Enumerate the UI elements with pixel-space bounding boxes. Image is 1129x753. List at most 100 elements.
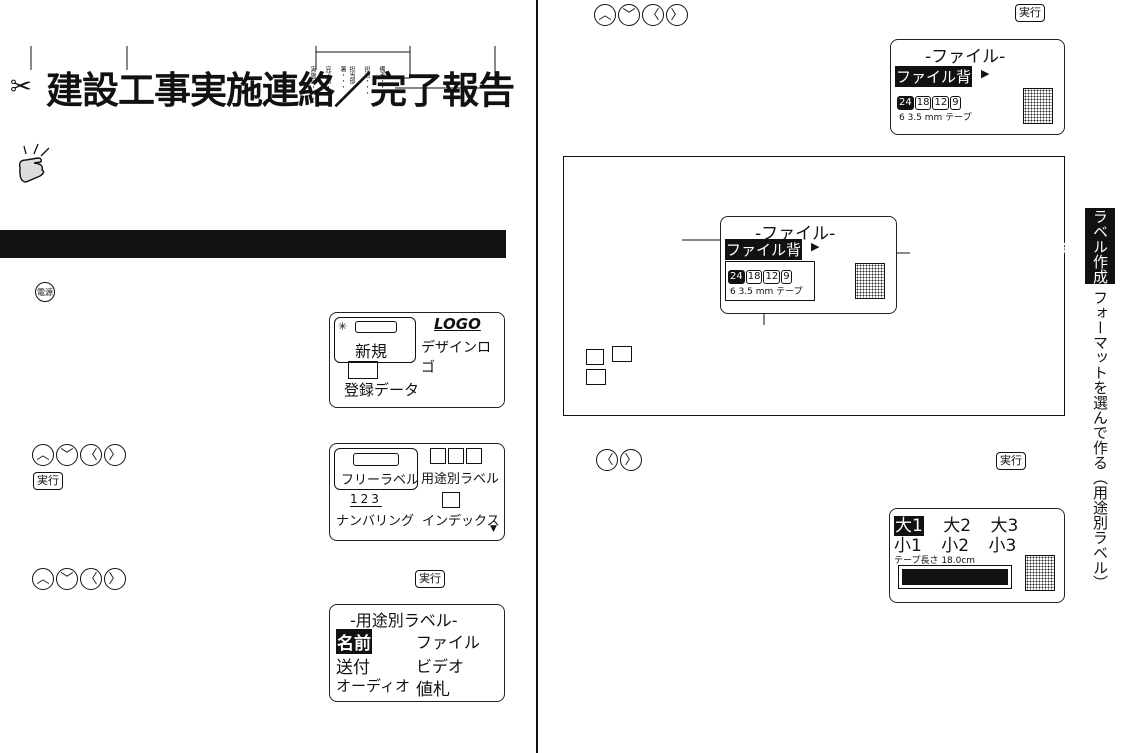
label-field: 実施日・・・ — [309, 66, 316, 102]
lcd-mode-select: ✳ 新規 LOGO デザインロゴ 登録データ — [329, 312, 505, 408]
power-key[interactable]: 電源 — [35, 282, 55, 302]
tape-size[interactable]: 12 — [932, 96, 950, 110]
scissors-icon: ✂ — [10, 72, 32, 102]
lcd-size-select: 大1 大2 大3 小1 小2 小3 テープ長さ 18.0cm — [889, 508, 1065, 603]
file-arrow-icon: ▶ — [811, 240, 820, 253]
nav-arrows-1[interactable]: ︿﹀〈〉 — [32, 444, 128, 466]
callout-lines — [30, 46, 496, 89]
purpose-item[interactable]: ビデオ — [416, 657, 465, 676]
logo-icon: LOGO — [434, 315, 481, 333]
label-fields: 実施日・・・ 完了日・・・ 担当部署・・・ 担当・・・ 備考・・・ — [308, 66, 386, 106]
tape-size[interactable]: 18 — [914, 96, 932, 110]
size-option-selected[interactable]: 大1 — [894, 516, 924, 536]
tape-info: 6 3.5 mm テープ — [730, 287, 803, 297]
tape-size: 18 — [745, 270, 763, 284]
up-arrow-icon[interactable]: ︿ — [594, 4, 616, 26]
legend-box — [586, 369, 606, 385]
label-sample: ✂ 建設工事実施連絡／完了報告 実施日・・・ 完了日・・・ 担当部署・・・ 担当… — [0, 30, 515, 120]
purpose-label-option[interactable]: 用途別ラベル — [421, 472, 500, 487]
label-preview-bar — [898, 565, 1012, 589]
up-arrow-icon[interactable]: ︿ — [32, 444, 54, 466]
new-label: 新規 — [355, 342, 388, 361]
file-title: -ファイル- — [925, 47, 1006, 67]
section-header-bar — [0, 230, 506, 258]
size-option[interactable]: 小1 — [894, 536, 922, 556]
design-logo-option[interactable]: デザインロゴ — [421, 340, 491, 376]
label-field: 完了日・・・ — [324, 66, 331, 102]
file-selected[interactable]: ファイル背 — [895, 66, 973, 87]
tape-length: テープ長さ 18.0cm — [894, 556, 976, 566]
purpose-item-selected[interactable]: 名前 — [336, 629, 372, 654]
execute-key-4[interactable]: 実行 — [996, 452, 1026, 470]
index-option[interactable]: インデックス — [422, 514, 500, 529]
legend-box — [612, 346, 632, 362]
right-arrow-icon[interactable]: 〉 — [620, 449, 642, 471]
purpose-title: -用途別ラベル- — [350, 611, 458, 630]
label-title: 建設工事実施連絡／完了報告 — [46, 68, 515, 112]
chapter-tab: ラベル作成編 — [1061, 208, 1115, 284]
file-selected: ファイル背 — [725, 239, 803, 260]
left-arrow-icon[interactable]: 〈 — [80, 444, 102, 466]
purpose-icons — [430, 448, 482, 464]
left-arrow-icon[interactable]: 〈 — [80, 568, 102, 590]
tape-size[interactable]: 24 — [897, 96, 914, 110]
registered-data-option[interactable]: 登録データ — [344, 381, 420, 399]
free-label-text: フリーラベル — [341, 473, 420, 488]
hint-hand-icon — [18, 143, 50, 183]
label-field: 担当部署・・・ — [339, 66, 355, 90]
new-option[interactable]: ✳ 新規 — [334, 317, 416, 363]
file-preview-icon — [1018, 83, 1053, 124]
nav-arrows-2[interactable]: ︿﹀〈〉 — [32, 568, 128, 590]
column-divider — [536, 0, 538, 753]
down-arrow-icon[interactable]: ﹀ — [618, 4, 640, 26]
down-arrow-icon[interactable]: ﹀ — [56, 444, 78, 466]
lcd-purpose-list: -用途別ラベル- 名前 ファイル 送付 ビデオ オーディオ 値札 — [329, 604, 505, 702]
legend-box — [586, 349, 604, 365]
lr-arrows[interactable]: 〈〉 — [596, 449, 644, 471]
chapter-caption: フォーマットを選んで作る（用途別ラベル） — [1091, 290, 1109, 590]
left-arrow-icon[interactable]: 〈 — [642, 4, 664, 26]
numbering-option[interactable]: ナンバリング — [336, 514, 415, 529]
tape-info: 6 3.5 mm テープ — [899, 113, 972, 123]
execute-key-2[interactable]: 実行 — [415, 570, 445, 588]
label-field: 担当・・・ — [363, 66, 370, 96]
purpose-item[interactable]: ファイル — [416, 633, 481, 652]
tape-size: 9 — [781, 270, 792, 284]
right-arrow-icon[interactable]: 〉 — [104, 444, 126, 466]
purpose-item[interactable]: オーディオ — [336, 677, 410, 695]
down-arrow-icon[interactable]: ﹀ — [56, 568, 78, 590]
index-icon — [442, 492, 460, 508]
size-row-small: 小1 小2 小3 — [894, 531, 1016, 556]
file-arrow-icon: ▶ — [981, 67, 990, 80]
left-arrow-icon[interactable]: 〈 — [596, 449, 618, 471]
free-label-option[interactable]: フリーラベル — [334, 448, 420, 490]
right-arrow-icon[interactable]: 〉 — [666, 4, 688, 26]
label-field: 備考・・・ — [378, 66, 385, 96]
purpose-item[interactable]: 送付 — [336, 658, 370, 678]
nav-arrows-3[interactable]: ︿﹀〈〉 — [594, 4, 690, 26]
size-option[interactable]: 大2 — [943, 516, 972, 536]
file-preview-icon — [850, 258, 885, 299]
drawer-icon — [348, 361, 378, 379]
lcd-label-type: フリーラベル 用途別ラベル 123 ナンバリング インデックス ▼ — [329, 443, 505, 541]
execute-key-3[interactable]: 実行 — [1015, 4, 1045, 22]
up-arrow-icon[interactable]: ︿ — [32, 568, 54, 590]
tape-icon — [353, 453, 399, 466]
tape-icon — [355, 321, 397, 333]
size-row-large: 大1 大2 大3 — [894, 511, 1018, 536]
right-arrow-icon[interactable]: 〉 — [104, 568, 126, 590]
size-option[interactable]: 大3 — [990, 516, 1019, 536]
purpose-item[interactable]: 値札 — [416, 680, 450, 700]
tape-size: 12 — [763, 270, 781, 284]
tape-size[interactable]: 9 — [950, 96, 961, 110]
scroll-down-icon: ▼ — [490, 524, 497, 534]
size-option[interactable]: 小3 — [988, 536, 1017, 556]
size-option[interactable]: 小2 — [941, 536, 970, 556]
execute-key-1[interactable]: 実行 — [33, 472, 63, 490]
numbering-icon: 123 — [350, 492, 382, 507]
tape-size: 24 — [728, 270, 745, 284]
